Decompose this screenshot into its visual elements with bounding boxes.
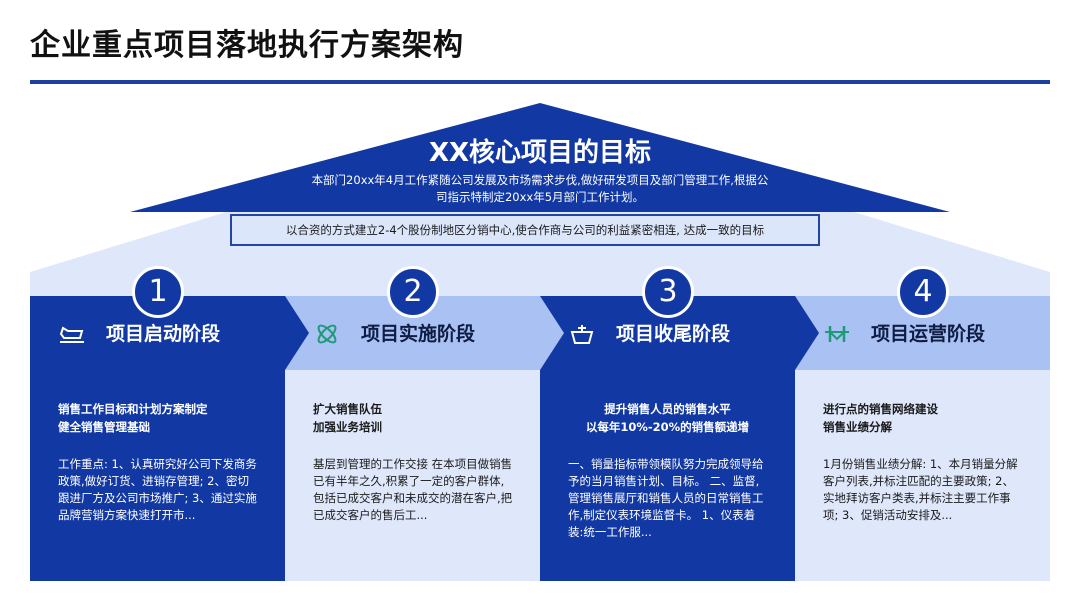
title-underline	[30, 80, 1050, 84]
stage-headline: 进行点的销售网络建设 销售业绩分解	[823, 400, 1028, 436]
stage-arrow	[540, 296, 564, 370]
stage-headline: 扩大销售队伍 加强业务培训	[313, 400, 518, 436]
stage-number-badge: 2	[387, 266, 439, 318]
headline-line: 销售工作目标和计划方案制定	[58, 402, 208, 416]
boat-icon	[59, 326, 84, 343]
stage-column-1: 项目启动阶段 销售工作目标和计划方案制定 健全销售管理基础 工作重点: 1、认真…	[30, 266, 285, 581]
stage-body: 提升销售人员的销售水平 以每年10%-20%的销售额递增 一、销量指标带领模队努…	[540, 370, 795, 581]
headline-line: 进行点的销售网络建设	[823, 402, 938, 416]
goal-title: XX核心项目的目标	[428, 138, 652, 168]
stage-number-badge: 3	[642, 266, 694, 318]
stage-body: 销售工作目标和计划方案制定 健全销售管理基础 工作重点: 1、认真研究好公司下发…	[30, 370, 285, 581]
stage-description: 1月份销售业绩分解: 1、本月销量分解客户列表,并标注匹配的主要政策; 2、实地…	[823, 457, 1018, 522]
stage-description: 工作重点: 1、认真研究好公司下发商务政策,做好订货、进销存管理; 2、密切跟进…	[58, 457, 257, 522]
stage-column-2: 项目实施阶段 扩大销售队伍 加强业务培训 基层到管理的工作交接 在本项目做销售已…	[285, 266, 540, 581]
headline-line: 提升销售人员的销售水平	[604, 402, 731, 416]
stage-description: 一、销量指标带领模队努力完成领导给予的当月销售计划、目标。 二、监督,管理销售展…	[568, 457, 764, 539]
stage-body: 进行点的销售网络建设 销售业绩分解 1月份销售业绩分解: 1、本月销量分解客户列…	[795, 370, 1050, 581]
stage-arrow	[795, 296, 819, 370]
headline-line: 扩大销售队伍	[313, 402, 382, 416]
stage-column-3: 项目收尾阶段 提升销售人员的销售水平 以每年10%-20%的销售额递增 一、销量…	[540, 266, 795, 581]
headline-line: 健全销售管理基础	[58, 420, 150, 434]
stage-label: 项目运营阶段	[871, 323, 986, 345]
stage-number-badge: 1	[132, 266, 184, 318]
goal-description: 本部门20xx年4月工作紧随公司发展及市场需求步伐,做好研发项目及部门管理工作,…	[311, 173, 769, 204]
headline-line: 以每年10%-20%的销售额递增	[585, 420, 750, 434]
stage-label: 项目实施阶段	[361, 323, 476, 345]
stage-body: 扩大销售队伍 加强业务培训 基层到管理的工作交接 在本项目做销售已有半年之久,积…	[285, 370, 540, 581]
stage-label: 项目收尾阶段	[616, 323, 731, 345]
stage-description: 基层到管理的工作交接 在本项目做销售已有半年之久,积累了一定的客户群体,包括已成…	[313, 457, 513, 522]
stage-headline: 提升销售人员的销售水平 以每年10%-20%的销售额递增	[560, 400, 775, 436]
roof-dark	[130, 103, 950, 212]
page-title: 企业重点项目落地执行方案架构	[30, 28, 464, 63]
bridge-icon	[825, 326, 849, 342]
stage-number-badge: 4	[897, 266, 949, 318]
ship-icon	[570, 325, 594, 344]
goal-statement: 以合资的方式建立2-4个股份制地区分销中心,使合作商与公司的利益紧密相连, 达成…	[230, 214, 820, 246]
headline-line: 加强业务培训	[313, 420, 382, 434]
stage-arrow	[285, 296, 309, 370]
headline-line: 销售业绩分解	[823, 420, 892, 434]
stage-label: 项目启动阶段	[106, 323, 221, 345]
stage-headline: 销售工作目标和计划方案制定 健全销售管理基础	[58, 400, 263, 436]
knot-icon	[317, 324, 337, 344]
stage-column-4: 项目运营阶段 进行点的销售网络建设 销售业绩分解 1月份销售业绩分解: 1、本月…	[795, 266, 1050, 581]
